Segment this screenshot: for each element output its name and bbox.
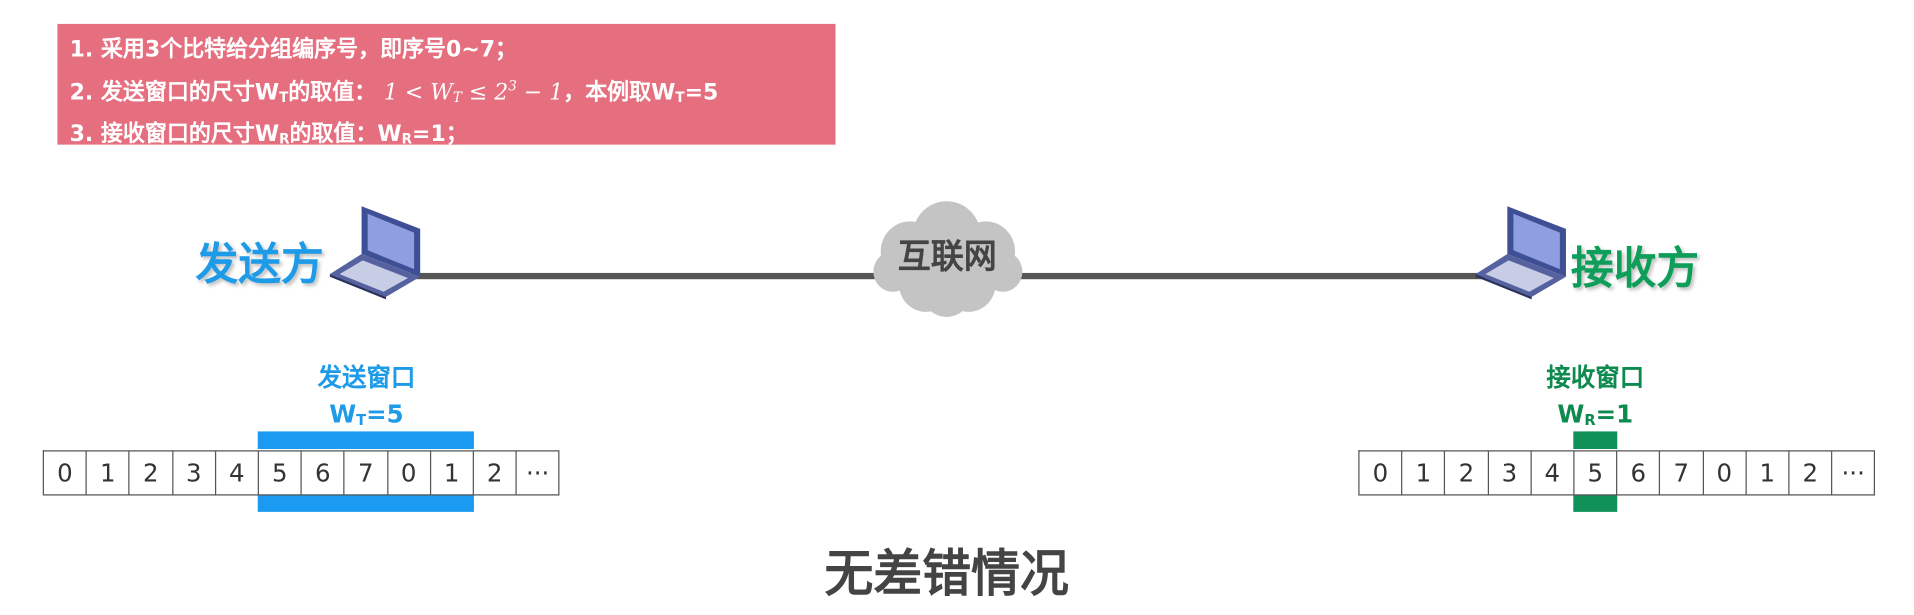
sequence-cell: 6 [301, 451, 345, 496]
formula-part-c: − 1 [516, 79, 564, 106]
send-window-value: =5 [366, 398, 404, 429]
sequence-cell: 1 [1746, 451, 1790, 496]
laptop-icon [329, 206, 421, 300]
caption: 无差错情况 [824, 545, 1069, 604]
sequence-cell: 2 [473, 451, 517, 496]
note-line-2-suffix-sub: T [675, 89, 685, 106]
sequence-cell: 5 [258, 451, 302, 496]
cloud-icon [873, 201, 1023, 317]
send-window-w: W [329, 398, 357, 429]
sequence-cell: ··· [1832, 451, 1876, 496]
info-note: 1. 采用3个比特给分组编序号，即序号0~7； 2. 发送窗口的尺寸WT的取值：… [57, 23, 836, 147]
sequence-cell: ··· [516, 451, 560, 496]
note-line-3-sub: R [279, 130, 290, 148]
send-window-size: WT=5 [269, 396, 464, 439]
sequence-cell: 7 [344, 451, 388, 496]
formula-sup: 3 [508, 77, 517, 95]
sequence-cell: 1 [1402, 451, 1446, 496]
note-line-1: 1. 采用3个比特给分组编序号，即序号0~7； [70, 31, 824, 67]
sequence-cell: 5 [1574, 451, 1618, 496]
note-line-3: 3. 接收窗口的尺寸WR的取值：WR=1； [70, 116, 824, 158]
note-line-2-suffix-b: =5 [684, 79, 719, 106]
note-line-3-sub2: R [401, 130, 413, 148]
cloud-label: 互联网 [897, 237, 997, 277]
formula-sub: T [452, 89, 462, 106]
sequence-cell: 7 [1660, 451, 1704, 496]
recv-window-band [1573, 431, 1618, 512]
recv-window-sub: R [1584, 411, 1596, 429]
note-line-2-sub: T [279, 89, 289, 106]
sequence-cell: 3 [1488, 451, 1532, 496]
recv-window-label: 接收窗口 WR=1 [1498, 360, 1693, 439]
note-line-3-prefix: 3. 接收窗口的尺寸W [69, 120, 280, 148]
note-line-3-mid: 的取值：W [289, 120, 402, 148]
sequence-cell: 2 [1445, 451, 1489, 496]
window-size-formula: 1 < WT ≤ 23 − 1 [383, 77, 564, 106]
sequence-cell: 1 [86, 451, 130, 496]
send-window-band [257, 431, 474, 512]
formula-part-a: 1 < W [383, 79, 453, 106]
sequence-cell: 0 [1703, 451, 1747, 496]
recv-window-title: 接收窗口 [1546, 362, 1645, 393]
laptop-icon [1475, 206, 1566, 300]
sequence-cell: 3 [172, 451, 216, 496]
sequence-cell: 0 [1359, 451, 1403, 496]
sequence-cell: 6 [1617, 451, 1661, 496]
note-line-2-suffix-a: ，本例取W [563, 79, 676, 106]
sequence-cell: 1 [430, 451, 474, 496]
note-line-2-mid: 的取值： [288, 79, 377, 106]
sequence-cell: 0 [43, 451, 87, 496]
note-line-2: 2. 发送窗口的尺寸WT的取值： 1 < WT ≤ 23 − 1，本例取WT=5 [70, 68, 824, 116]
sequence-cell: 2 [129, 451, 173, 496]
sequence-cell: 4 [1531, 451, 1575, 496]
note-line-3-suffix: =1； [412, 120, 468, 148]
sequence-cell: 4 [215, 451, 259, 496]
send-window-title: 发送窗口 [317, 362, 416, 393]
sequence-cell: 0 [387, 451, 431, 496]
recv-window-w: W [1557, 398, 1585, 429]
recv-window-size: WR=1 [1498, 396, 1693, 439]
receiver-title: 接收方 [1570, 243, 1700, 295]
sender-title: 发送方 [195, 240, 324, 291]
note-line-2-prefix: 2. 发送窗口的尺寸W [69, 79, 280, 106]
send-window-label: 发送窗口 WT=5 [269, 360, 464, 439]
formula-part-b: ≤ 2 [461, 79, 509, 106]
sequence-cell: 2 [1789, 451, 1833, 496]
recv-window-value: =1 [1595, 398, 1634, 429]
note-line-1-text: 1. 采用3个比特给分组编序号，即序号0~7； [69, 36, 518, 63]
send-window-sub: T [356, 411, 367, 429]
